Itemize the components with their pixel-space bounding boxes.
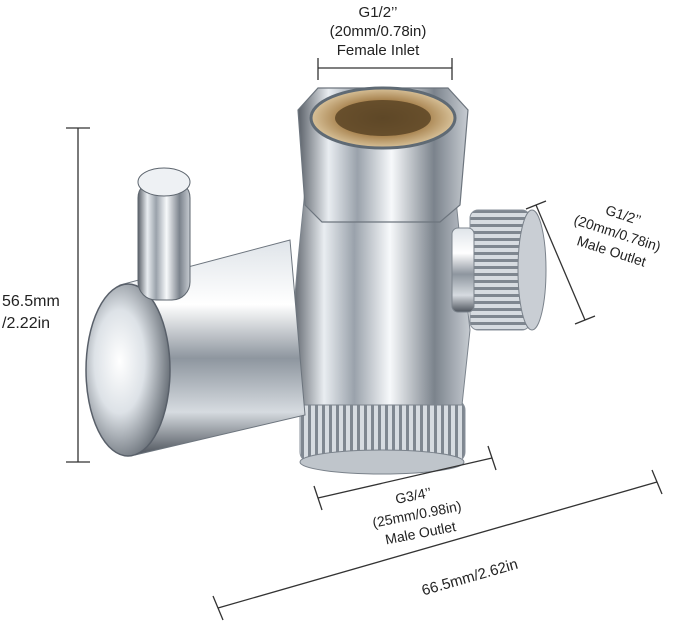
right-thread-rim	[517, 209, 547, 331]
label-top: G1/2’’ (20mm/0.78in) Female Inlet	[330, 4, 427, 59]
label-right: G1/2’’ (20mm/0.78in) Male Outlet	[572, 202, 663, 270]
dim-width-tick-right	[651, 469, 663, 495]
valve-body	[85, 86, 547, 475]
lever-handle	[137, 179, 191, 301]
label-top-line3: Female Inlet	[337, 42, 420, 59]
dim-right-tick-top	[525, 200, 547, 210]
dim-width-line	[217, 481, 658, 609]
right-collar	[451, 227, 475, 313]
label-height: 56.5mm /2.22in	[2, 293, 60, 332]
bottom-thread-rim	[299, 449, 465, 475]
lever-top	[137, 167, 191, 197]
dimension-lines	[66, 58, 663, 621]
inlet-bore	[335, 100, 431, 136]
label-top-line1: G1/2’’	[359, 4, 398, 21]
label-width-line1: 66.5mm/2.62in	[420, 556, 520, 600]
label-height-line2: /2.22in	[2, 315, 50, 332]
dim-bottom-tick-right	[487, 445, 497, 471]
label-height-line1: 56.5mm	[2, 293, 60, 310]
dim-width-tick-left	[212, 595, 224, 621]
dim-right-tick-bottom	[574, 315, 596, 325]
label-top-line2: (20mm/0.78in)	[330, 23, 427, 40]
end-cap	[85, 283, 171, 457]
center-body	[291, 189, 471, 406]
dim-bottom-tick-left	[313, 485, 323, 511]
dim-bottom-line	[317, 457, 493, 499]
label-bottom: G3/4’’ (25mm/0.98in) Male Outlet	[371, 484, 463, 547]
dim-right-line	[535, 204, 586, 321]
label-width: 66.5mm/2.62in	[420, 556, 520, 600]
label-bottom-line1: G3/4’’	[394, 484, 433, 507]
